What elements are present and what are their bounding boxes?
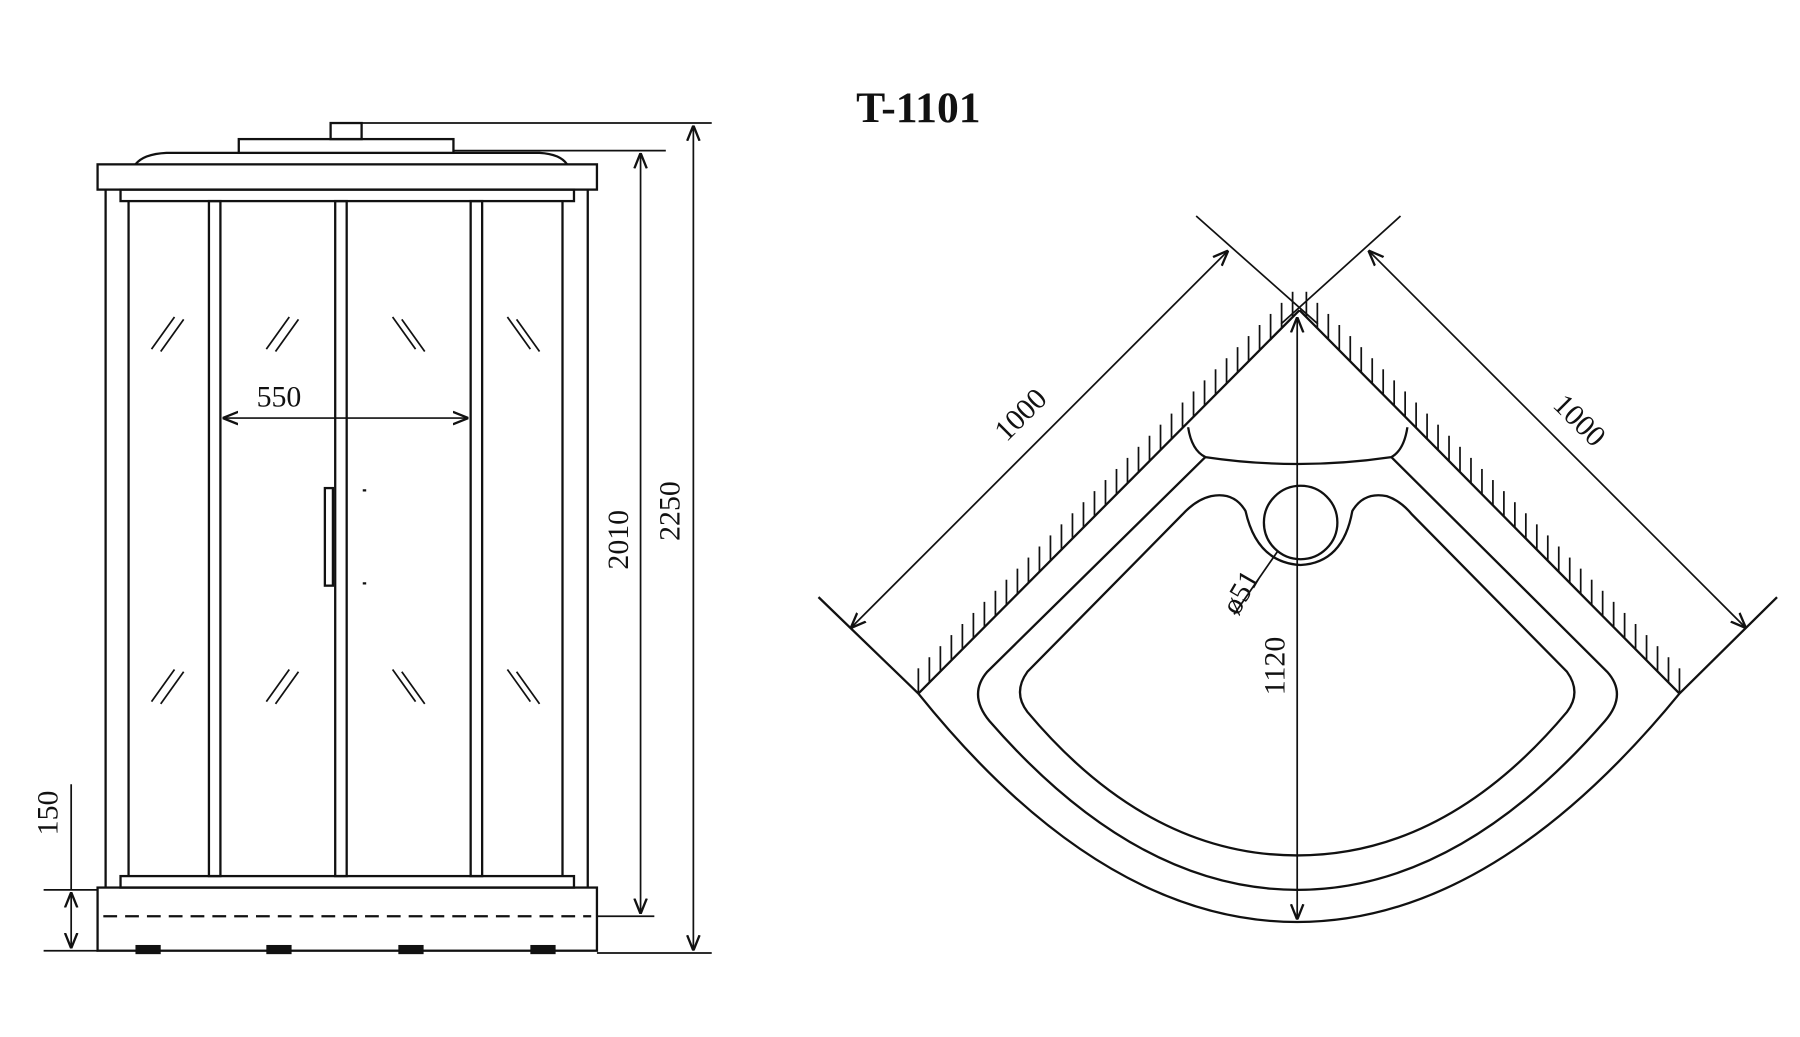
tray-base bbox=[96, 886, 599, 952]
dim-side-left: 1000 bbox=[988, 382, 1054, 448]
top-cap bbox=[96, 163, 599, 191]
glass-reflection-mark bbox=[265, 668, 290, 703]
dim-line-left-1000 bbox=[851, 250, 1229, 628]
dim-tray-height: 2010 bbox=[602, 510, 635, 570]
glass-reflection-mark bbox=[515, 671, 541, 705]
post-center bbox=[334, 199, 348, 878]
glass-reflection-mark bbox=[401, 671, 426, 705]
dim-base-height: 150 bbox=[31, 791, 64, 836]
dim-side-right: 1000 bbox=[1547, 388, 1613, 454]
drain-circle bbox=[1262, 484, 1339, 561]
wall-right-extension bbox=[1678, 596, 1778, 695]
front-elevation: 550 2010 2250 150 bbox=[31, 121, 712, 955]
wall-hatching bbox=[917, 291, 1681, 694]
roof-box bbox=[237, 137, 455, 155]
glass-reflection-mark bbox=[274, 318, 300, 352]
tray-outline bbox=[917, 692, 1681, 924]
glass-marks bbox=[150, 316, 541, 705]
door-handle bbox=[323, 486, 335, 587]
glass-reflection-mark bbox=[506, 316, 532, 350]
drain-leader bbox=[1233, 550, 1279, 615]
glass-reflection-mark bbox=[506, 668, 532, 703]
wall-left-extension bbox=[817, 596, 920, 695]
bottom-rail bbox=[119, 874, 576, 889]
post-right bbox=[469, 199, 484, 878]
post-left bbox=[207, 199, 222, 878]
model-title: T-1101 bbox=[856, 84, 980, 132]
glass-reflection-mark bbox=[160, 318, 185, 352]
dim-diagonal-depth: 1120 bbox=[1259, 637, 1292, 696]
top-vent bbox=[329, 121, 363, 141]
glass-reflection-mark bbox=[515, 318, 541, 352]
dim-door-width: 550 bbox=[257, 381, 302, 414]
feet bbox=[135, 944, 556, 955]
glass-reflection-mark bbox=[265, 316, 290, 350]
dim-line-right-1000 bbox=[1368, 250, 1746, 628]
glass-reflection-mark bbox=[150, 668, 176, 703]
plan-view: ø51 1000 1000 1120 bbox=[817, 215, 1778, 924]
dim-total-height: 2250 bbox=[654, 481, 687, 541]
wall-right bbox=[1298, 309, 1681, 695]
wall-left bbox=[917, 309, 1301, 695]
glass-reflection-mark bbox=[391, 668, 417, 703]
roof-dome bbox=[134, 151, 569, 166]
glass-reflection-mark bbox=[150, 316, 176, 350]
glass-reflection-mark bbox=[391, 316, 417, 350]
glass-reflection-mark bbox=[274, 671, 300, 705]
top-rail bbox=[119, 188, 576, 203]
glass-reflection-mark bbox=[401, 318, 426, 352]
glass-reflection-mark bbox=[160, 671, 185, 705]
dim-drain: ø51 bbox=[1215, 565, 1266, 620]
